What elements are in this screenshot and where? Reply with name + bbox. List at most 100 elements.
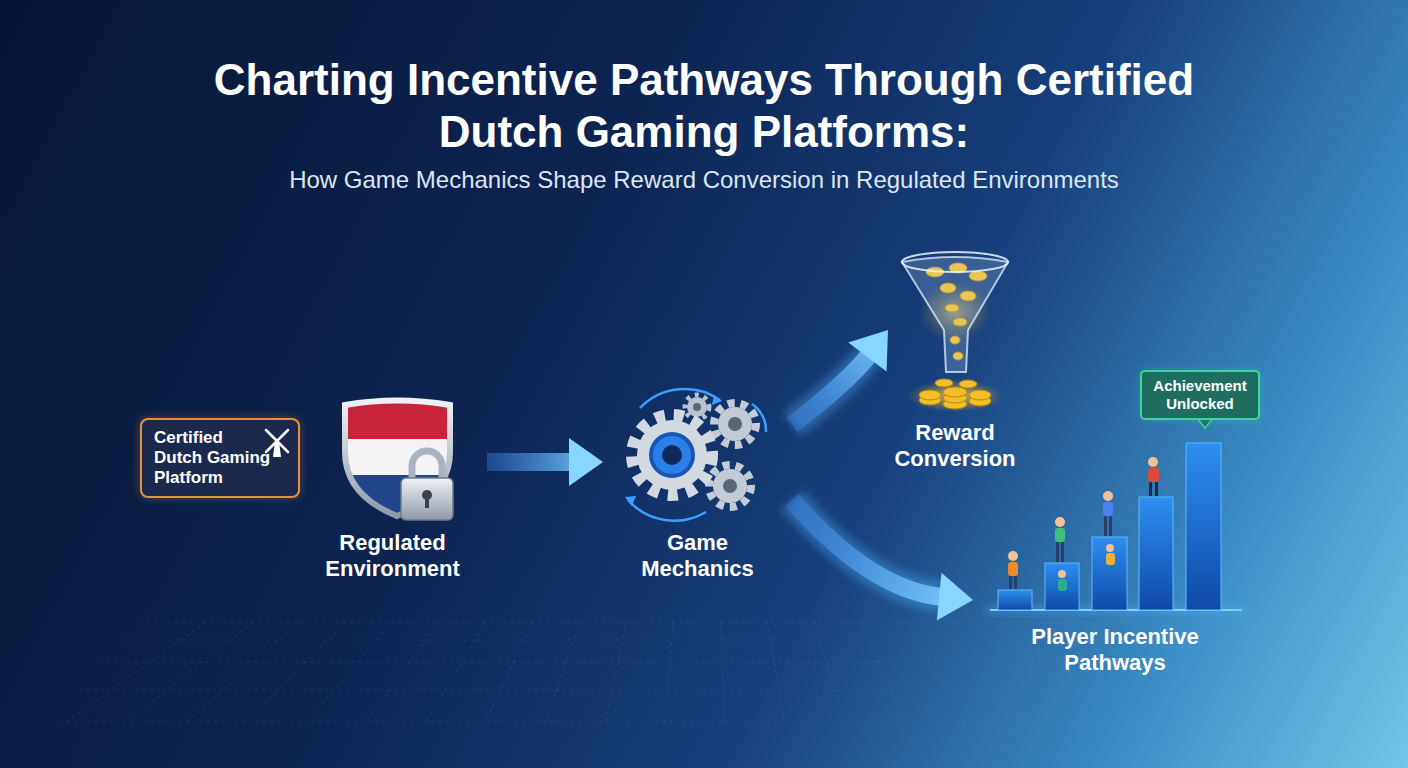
node-label: Reward Conversion (893, 420, 1017, 472)
floor-grid-part (720, 622, 725, 722)
player-figures-part (1058, 570, 1066, 578)
player-figures-part (1103, 491, 1113, 501)
gears-icon-part (723, 479, 737, 493)
bar-chart-icon-part (998, 590, 1032, 610)
flow-arrow-part (937, 573, 973, 621)
floor-grid-part (67, 622, 206, 722)
bar-chart-icon-part (1045, 563, 1079, 610)
player-figures-part (1056, 542, 1059, 562)
flow-arrow-part (487, 447, 573, 477)
gears-icon-part (714, 403, 756, 445)
player-figures-part (1058, 579, 1067, 591)
floor-grid-part (665, 622, 674, 722)
flow-arrow-part (487, 453, 573, 471)
floor-grid (60, 622, 1383, 722)
gears-icon-part (685, 395, 709, 419)
floor-grid-part (366, 622, 440, 722)
floor-grid-part (127, 622, 253, 722)
player-figures-part (1008, 562, 1018, 576)
player-figures-part (1106, 553, 1115, 565)
flow-arrow-part (792, 500, 943, 597)
flow-arrow (487, 438, 603, 486)
diagram-subtitle: How Game Mechanics Shape Reward Conversi… (104, 165, 1304, 195)
icon-label-node: Reward Conversion (888, 250, 1022, 475)
player-figures-part (1103, 502, 1113, 516)
flow-arrow-part (848, 330, 888, 372)
floor-grid-part (545, 622, 580, 722)
player-figures-part (1061, 542, 1064, 562)
node-label: Certified Dutch Gaming Platform (154, 428, 272, 488)
gears-icon-part (628, 500, 706, 521)
flow-arrow-part (792, 354, 870, 425)
funnel-icon-part-part (935, 379, 953, 387)
shield-icon (340, 395, 455, 525)
gears-icon-part (651, 434, 693, 476)
shield-icon-part (425, 497, 429, 508)
funnel-icon-part (902, 252, 1008, 272)
achievement-callout: Achievement Unlocked (1140, 370, 1260, 420)
flow-arrow-part (569, 438, 603, 486)
flow-arrow-part (792, 354, 870, 425)
floor-grid-part (60, 722, 1370, 723)
floor-grid-part (1235, 622, 1383, 722)
gears-icon-part (709, 465, 751, 507)
funnel-icon (902, 252, 1008, 412)
floor-grid-part (954, 622, 1024, 722)
player-figures (1008, 457, 1159, 591)
flow-arrow (792, 500, 973, 621)
floor-grid-part (140, 622, 1290, 623)
bar-chart-icon-part (1092, 537, 1127, 610)
gears-icon-part (713, 469, 747, 503)
funnel-icon-part-part (943, 387, 967, 397)
flow-arrow-part (792, 500, 943, 597)
floor-grid-part (605, 622, 627, 722)
floor-grid-part (767, 622, 785, 722)
player-figures-part (1055, 528, 1065, 542)
gears-icon-part (718, 407, 752, 441)
gears-icon-part (728, 417, 742, 431)
gears-icon-part (693, 403, 701, 411)
player-figures-part (1009, 576, 1012, 589)
bar-chart-icon-part (1186, 443, 1221, 610)
floor-grid-part (907, 622, 964, 722)
floor-grid-part (486, 622, 534, 722)
shield-icon-part (340, 395, 455, 525)
funnel-icon-part-part (919, 390, 941, 400)
node-label: Player Incentive Pathways (978, 624, 1252, 676)
gears-icon (625, 389, 766, 521)
floor-grid-part (814, 622, 845, 722)
shield-icon-part (401, 478, 453, 520)
bar-chart-icon (985, 443, 1247, 614)
floor-grid-part (1188, 622, 1323, 722)
funnel-icon-part-part (959, 380, 977, 388)
player-figures-part (1014, 576, 1017, 589)
gears-icon-part (662, 445, 682, 465)
floor-grid-part (306, 622, 393, 722)
funnel-icon-part (902, 257, 1008, 372)
platform-badge: Certified Dutch Gaming Platform (140, 418, 300, 498)
player-figures-part (1008, 551, 1018, 561)
funnel-icon-part (907, 380, 1003, 412)
player-figures-part (1155, 482, 1158, 496)
player-figures-part (1148, 457, 1158, 467)
floor-grid-part (426, 622, 487, 722)
node-label: Regulated Environment (303, 530, 482, 582)
icon-label-node: Regulated Environment (298, 395, 487, 585)
diagram-title: Charting Incentive Pathways Through Cert… (184, 54, 1224, 158)
player-figures-part (1148, 468, 1159, 482)
flow-arrow (792, 330, 888, 425)
player-figures-part (1104, 516, 1107, 536)
node-label: Game Mechanics (608, 530, 787, 582)
floor-grid-part (187, 622, 300, 722)
gears-icon-part (632, 415, 712, 495)
icon-label-node: Player Incentive Pathways (973, 440, 1257, 680)
player-figures-part (1106, 544, 1114, 552)
player-figures-part (1149, 482, 1152, 496)
icon-label-node: Game Mechanics (603, 390, 792, 585)
bar-chart-icon-part (1139, 497, 1173, 610)
floor-grid-part (80, 690, 1350, 691)
callout-text: Achievement Unlocked (1146, 377, 1254, 413)
floor-grid-part (246, 622, 345, 722)
player-figures-part (1109, 516, 1112, 536)
